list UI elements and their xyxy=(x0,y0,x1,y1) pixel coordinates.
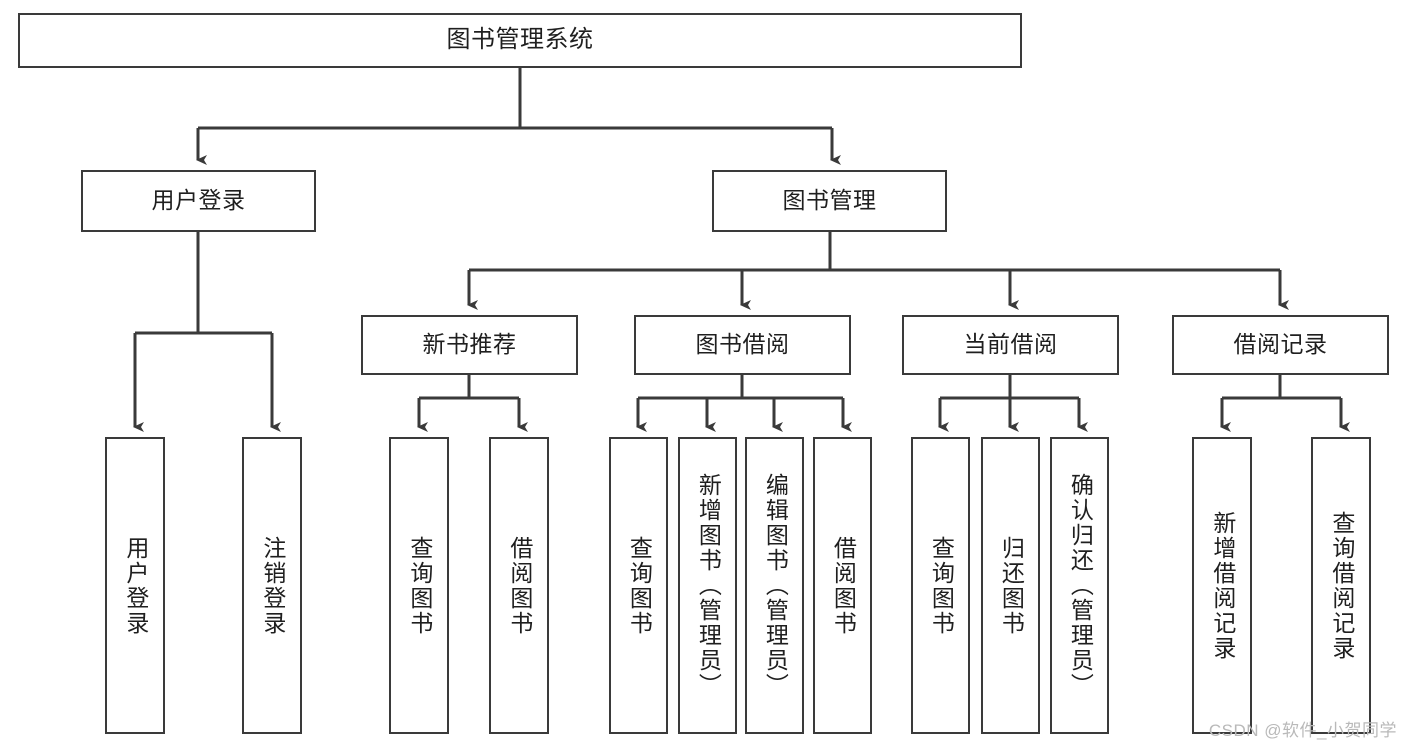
node-root-label: 图书管理系统 xyxy=(446,26,594,54)
node-leaf-add-record-label: 新增借阅记录 xyxy=(1209,510,1236,661)
node-book-borrow-label: 图书借阅 xyxy=(695,331,790,358)
node-leaf-query-record-label: 查询借阅记录 xyxy=(1328,510,1355,661)
node-leaf-user-login-label: 用户登录 xyxy=(122,535,149,636)
node-leaf-confirm-return-label: 确认归还（管理员） xyxy=(1067,473,1094,698)
node-leaf-add-record[interactable]: 新增借阅记录 xyxy=(1192,437,1252,734)
node-leaf-borrow-book-2-label: 借阅图书 xyxy=(830,535,857,636)
node-leaf-query-record[interactable]: 查询借阅记录 xyxy=(1311,437,1371,734)
node-current-borrow-label: 当前借阅 xyxy=(963,331,1058,358)
node-user-login[interactable]: 用户登录 xyxy=(81,170,316,232)
node-leaf-query-book-3[interactable]: 查询图书 xyxy=(911,437,970,734)
node-leaf-query-book-1-label: 查询图书 xyxy=(406,535,433,636)
node-leaf-query-book-2-label: 查询图书 xyxy=(626,535,653,636)
node-book-borrow[interactable]: 图书借阅 xyxy=(634,315,851,375)
node-leaf-edit-book-label: 编辑图书（管理员） xyxy=(762,473,789,698)
node-book-manage-label: 图书管理 xyxy=(782,187,877,214)
node-user-login-label: 用户登录 xyxy=(151,187,246,214)
node-leaf-logout-login[interactable]: 注销登录 xyxy=(242,437,302,734)
node-leaf-logout-login-label: 注销登录 xyxy=(259,535,286,636)
node-new-book-recommend-label: 新书推荐 xyxy=(422,331,517,358)
node-root[interactable]: 图书管理系统 xyxy=(18,13,1022,68)
node-book-manage[interactable]: 图书管理 xyxy=(712,170,947,232)
node-leaf-query-book-1[interactable]: 查询图书 xyxy=(389,437,449,734)
node-leaf-query-book-2[interactable]: 查询图书 xyxy=(609,437,668,734)
node-leaf-query-book-3-label: 查询图书 xyxy=(928,535,955,636)
node-leaf-return-book-label: 归还图书 xyxy=(998,535,1025,636)
node-leaf-borrow-book-1-label: 借阅图书 xyxy=(506,535,533,636)
node-leaf-edit-book[interactable]: 编辑图书（管理员） xyxy=(745,437,804,734)
node-leaf-borrow-book-1[interactable]: 借阅图书 xyxy=(489,437,549,734)
node-leaf-user-login[interactable]: 用户登录 xyxy=(105,437,165,734)
node-leaf-confirm-return[interactable]: 确认归还（管理员） xyxy=(1050,437,1109,734)
node-leaf-borrow-book-2[interactable]: 借阅图书 xyxy=(813,437,872,734)
node-new-book-recommend[interactable]: 新书推荐 xyxy=(361,315,578,375)
node-borrow-record[interactable]: 借阅记录 xyxy=(1172,315,1389,375)
node-leaf-add-book-label: 新增图书（管理员） xyxy=(695,473,722,698)
node-leaf-return-book[interactable]: 归还图书 xyxy=(981,437,1040,734)
node-borrow-record-label: 借阅记录 xyxy=(1233,331,1328,358)
node-current-borrow[interactable]: 当前借阅 xyxy=(902,315,1119,375)
node-leaf-add-book[interactable]: 新增图书（管理员） xyxy=(678,437,737,734)
